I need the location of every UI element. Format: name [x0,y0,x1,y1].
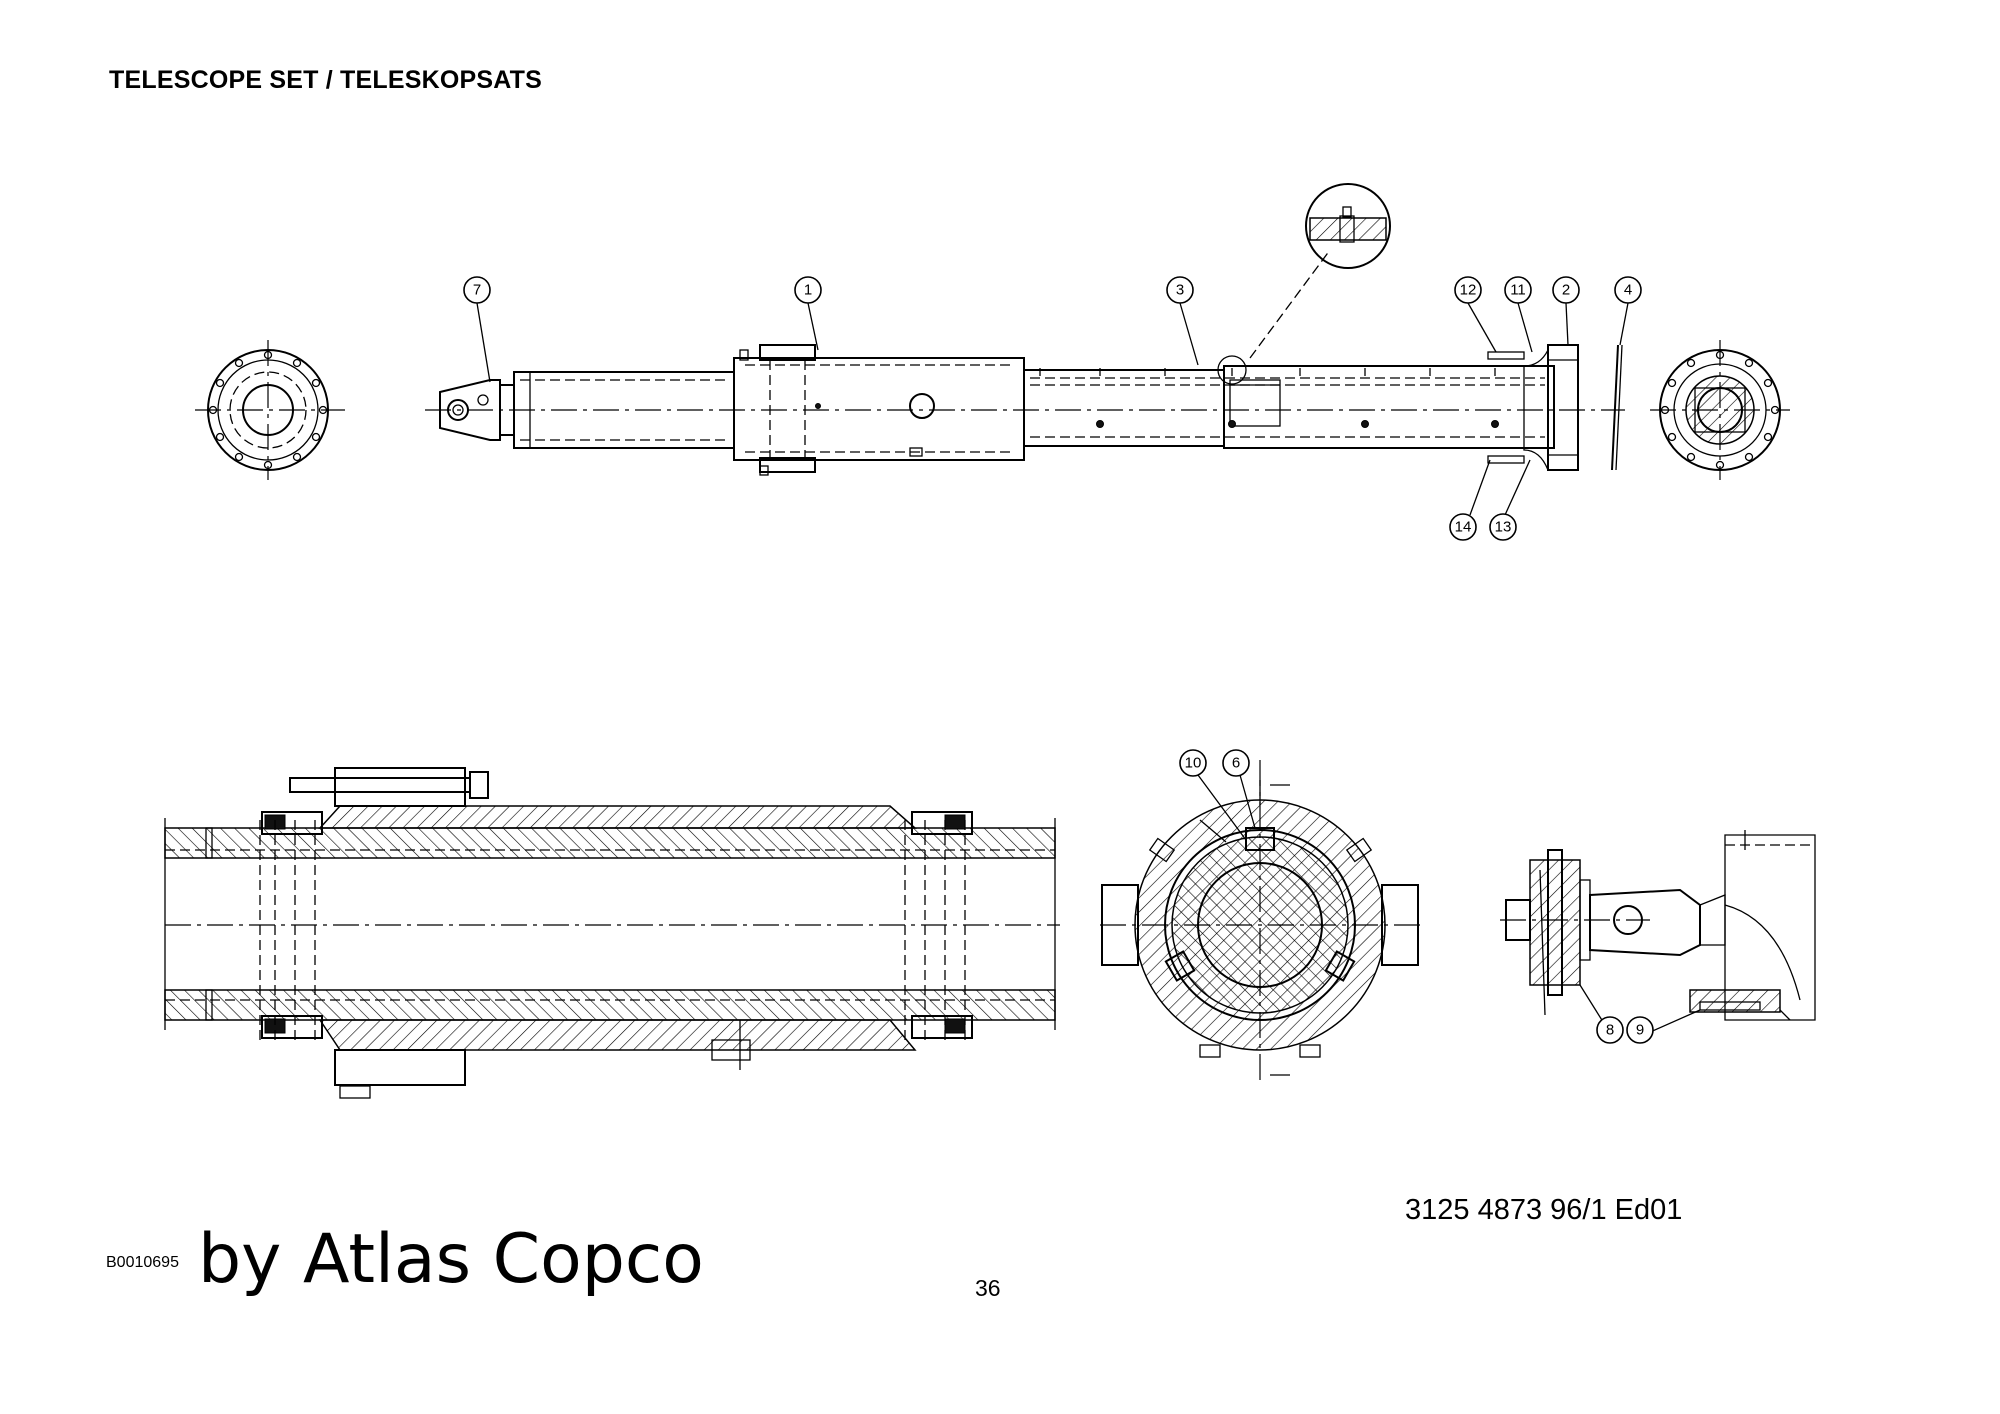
callout-label: 3 [1176,282,1184,299]
callout-label: 7 [473,282,481,299]
callout-label: 6 [1232,755,1240,772]
callout-balloon: 2 [1552,276,1580,304]
callout-balloon: 6 [1222,749,1250,777]
detail-magnifier [1249,183,1391,359]
callout-balloon: 10 [1179,749,1207,777]
left-end-flange-view [195,340,345,480]
page-number: 36 [975,1275,1001,1301]
callout-label: 13 [1495,519,1512,536]
callout-label: 12 [1460,282,1477,299]
telescope-assembly-side-view [425,344,1625,476]
document-number: 3125 4873 96/1 Ed01 [1405,1194,1683,1226]
callout-label: 8 [1606,1022,1614,1039]
end-mount-detail-view [1500,830,1816,1021]
callout-label: 4 [1624,282,1632,299]
callout-label: 14 [1455,519,1472,536]
callout-label: 2 [1562,282,1570,299]
callout-label: 1 [804,282,812,299]
callout-balloon: 7 [463,276,491,304]
cross-section-view [1100,760,1420,1085]
callout-balloon: 9 [1626,1016,1654,1044]
callout-balloon: 11 [1504,276,1532,304]
page-title: TELESCOPE SET / TELESKOPSATS [109,66,542,94]
callout-balloon: 12 [1454,276,1482,304]
right-end-flange-view [1650,340,1790,480]
callout-balloon: 1 [794,276,822,304]
callout-label: 9 [1636,1022,1644,1039]
leader-lines-top [476,302,1629,516]
brand-text: by Atlas Copco [198,1220,704,1299]
image-id: B0010695 [106,1254,179,1271]
carriage-section-view [164,767,1060,1099]
callout-balloon: 14 [1449,513,1477,541]
callout-label: 11 [1510,282,1526,299]
callout-balloon: 8 [1596,1016,1624,1044]
callout-balloon: 4 [1614,276,1642,304]
callout-balloon: 3 [1166,276,1194,304]
callout-label: 10 [1185,755,1202,772]
callout-balloon: 13 [1489,513,1517,541]
